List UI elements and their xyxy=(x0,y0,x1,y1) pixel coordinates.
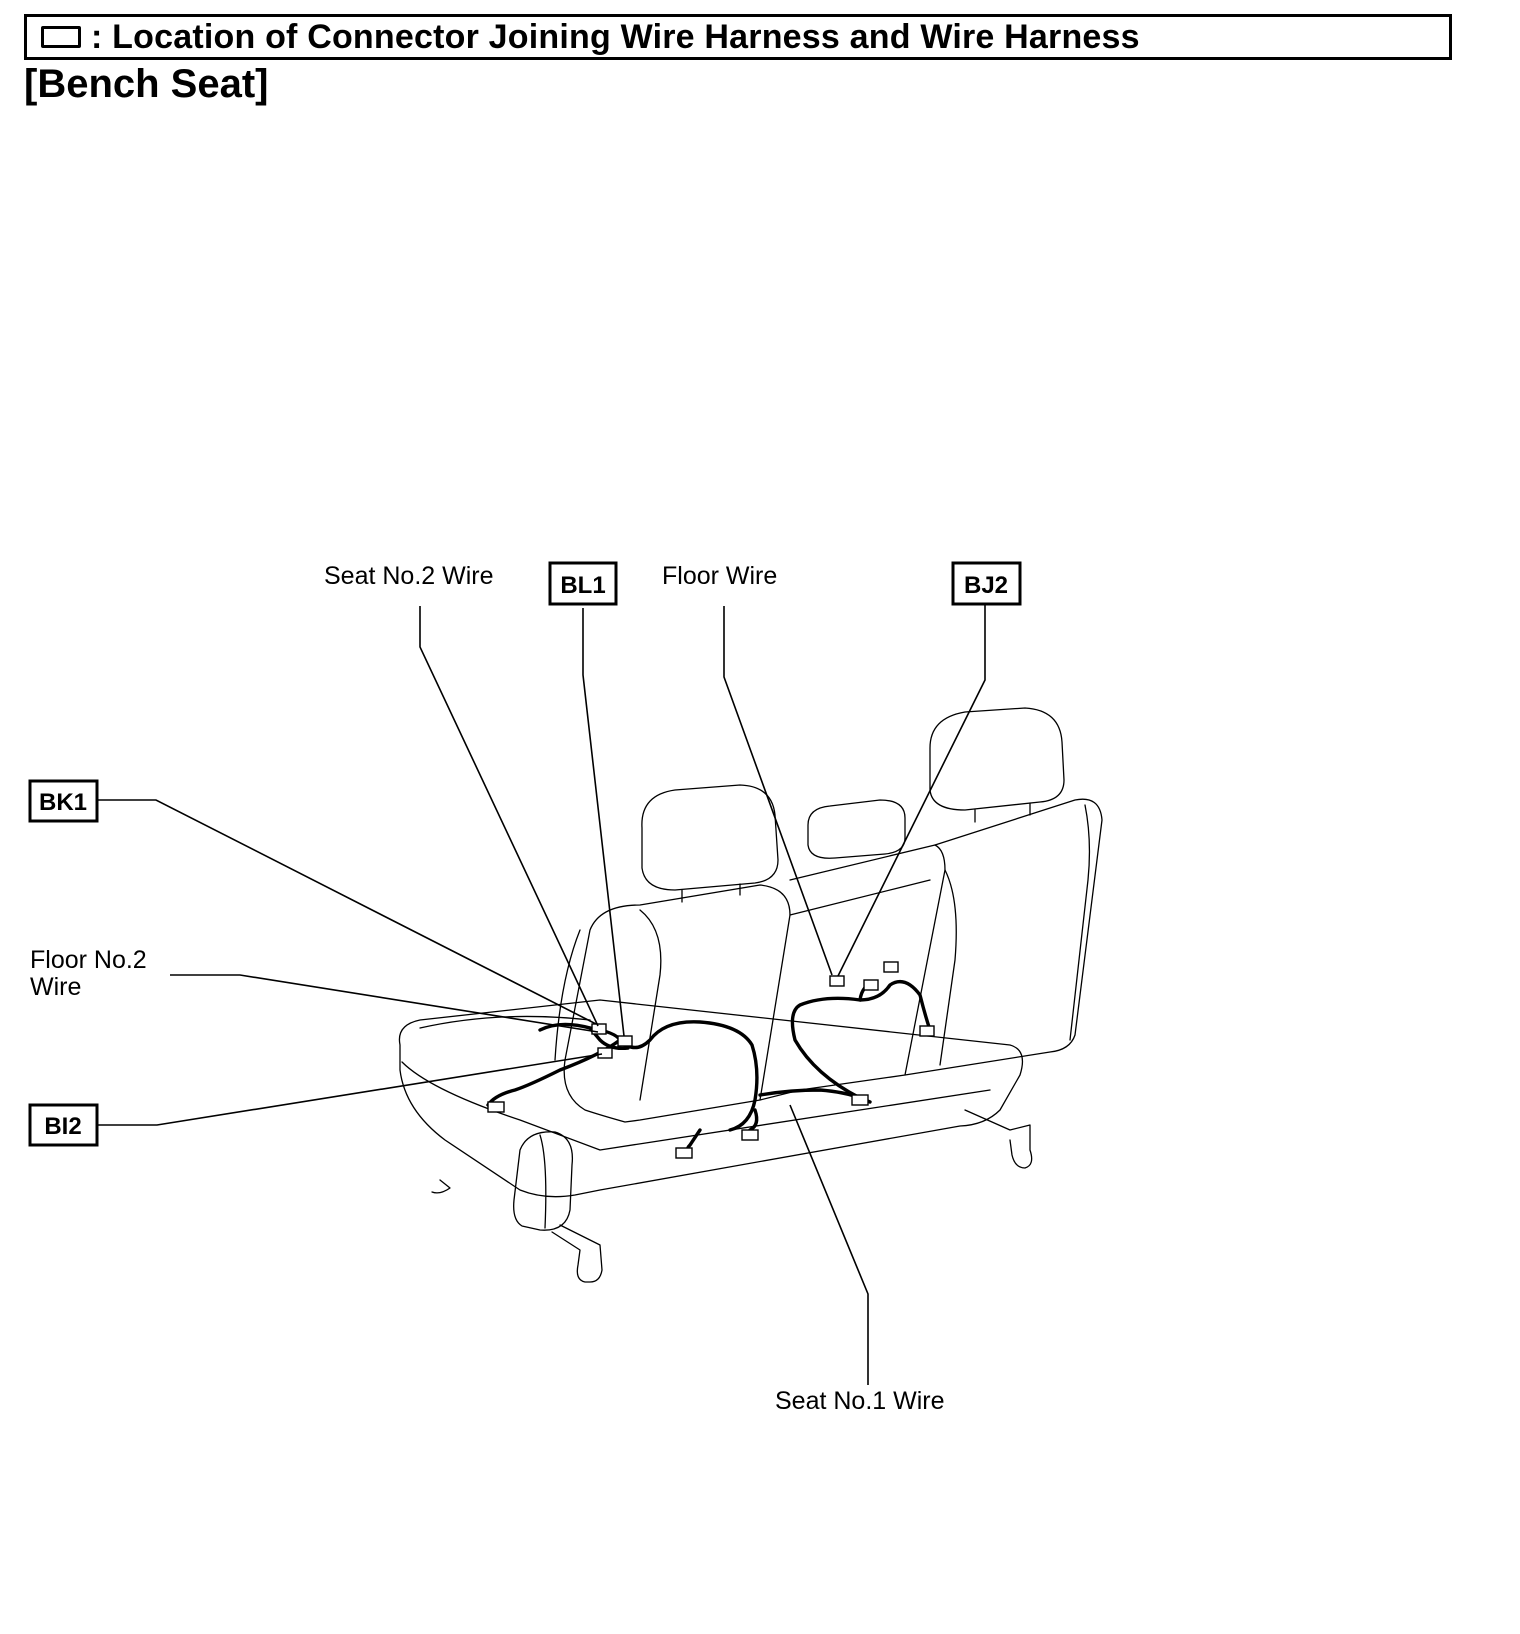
title-bar: : Location of Connector Joining Wire Har… xyxy=(24,14,1452,60)
code-box-bj2: BJ2 xyxy=(951,561,1022,606)
wire-harness xyxy=(486,980,932,1157)
bench-seat-illustration xyxy=(398,707,1103,1283)
code-bi2: BI2 xyxy=(44,1113,81,1140)
label-floor-no2-wire-line1: Floor No.2 xyxy=(30,946,147,974)
label-seat-no2-wire: Seat No.2 Wire xyxy=(324,562,494,590)
connector-bottom-2 xyxy=(741,1129,759,1141)
code-box-bk1: BK1 xyxy=(28,779,99,823)
label-seat-no1-wire: Seat No.1 Wire xyxy=(775,1387,945,1415)
page-subtitle: [Bench Seat] xyxy=(24,62,269,106)
code-box-bl1: BL1 xyxy=(548,561,618,606)
leader-bk1 xyxy=(98,799,597,1025)
leader-seat-no1-wire xyxy=(789,1104,869,1385)
connector-bj2-part xyxy=(829,975,845,987)
code-bl1: BL1 xyxy=(560,572,605,599)
leader-bi2 xyxy=(98,1053,603,1126)
leader-bj2 xyxy=(837,605,986,977)
code-bj2: BJ2 xyxy=(964,572,1008,599)
connector-bottom-1 xyxy=(675,1147,693,1159)
page-title: : Location of Connector Joining Wire Har… xyxy=(91,17,1140,56)
leader-seat-no2-wire xyxy=(419,606,599,1027)
connector-left-end xyxy=(487,1101,505,1113)
leader-floor-no2-wire xyxy=(170,974,599,1033)
connector-right-1 xyxy=(863,979,879,991)
connector-right-3 xyxy=(919,1025,935,1037)
code-box-bi2: BI2 xyxy=(28,1103,99,1147)
leader-floor-wire xyxy=(723,606,833,976)
leader-lines xyxy=(98,605,986,1385)
connector-bk1-part xyxy=(591,1023,607,1035)
leader-bl1 xyxy=(582,608,625,1037)
connector-bi2-part xyxy=(597,1047,613,1059)
connector-box-legend-icon xyxy=(41,26,81,48)
connectors xyxy=(487,961,935,1159)
label-floor-no2-wire-line2: Wire xyxy=(30,973,81,1001)
connector-right-2 xyxy=(883,961,899,973)
connector-bottom-3 xyxy=(851,1094,869,1106)
connector-bl1-part xyxy=(617,1035,633,1047)
label-floor-wire: Floor Wire xyxy=(662,562,777,590)
code-bk1: BK1 xyxy=(39,789,87,816)
